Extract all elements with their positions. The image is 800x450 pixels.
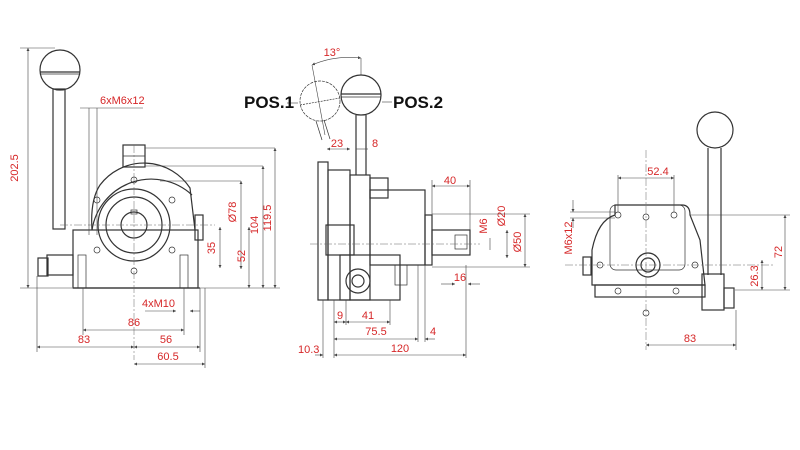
dim-diameter-50: Ø50 [512,232,524,253]
dim-base-holes: 4xM10 [142,298,175,310]
dim-10-3: 10.3 [298,344,319,356]
dim-83-rear: 83 [684,333,696,345]
dim-41: 41 [362,310,374,322]
label-pos1: POS.1 [244,93,294,112]
dim-4: 4 [430,326,436,338]
dim-width-86: 86 [128,317,140,329]
dim-40: 40 [444,175,456,187]
dim-height-104: 104 [249,216,261,234]
dim-120: 120 [391,343,409,355]
housing-front [37,144,204,289]
dim-height-52: 52 [236,250,248,262]
dim-m6x12: M6x12 [563,221,575,254]
dim-72: 72 [773,246,785,258]
dim-height-119-5: 119.5 [262,205,274,232]
dim-16: 16 [454,272,466,284]
lever-knob-rear-icon [696,111,734,275]
dim-m6: M6 [478,218,490,233]
dim-23: 23 [331,138,343,150]
dim-52-4: 52.4 [647,166,668,178]
dim-height-35: 35 [206,242,218,254]
lever-pos2-icon [340,74,382,175]
dim-26-3: 26.3 [749,265,761,286]
dim-9: 9 [337,310,343,322]
dim-overall-height: 202.5 [9,154,21,182]
dim-width-56: 56 [160,334,172,346]
housing-rear [582,204,735,317]
label-pos2: POS.2 [393,93,443,112]
front-view: 202.5 6xM6x12 Ø78 104 119.5 35 52 4xM10 … [9,47,280,368]
dim-width-60-5: 60.5 [157,351,178,363]
dim-width-83: 83 [78,334,90,346]
dim-8: 8 [372,138,378,150]
rear-view: 52.4 M6x12 72 26.3 83 [563,111,790,350]
lever-knob-icon [39,49,81,230]
dim-75-5: 75.5 [365,326,386,338]
dim-diameter-78: Ø78 [227,202,239,223]
dim-diameter-20: Ø20 [496,206,508,227]
lever-pos1-icon [299,80,341,141]
dim-angle-13: 13° [324,47,341,59]
dim-mount-holes: 6xM6x12 [100,95,145,107]
side-view: 13° POS.1 POS.2 23 8 40 M6 [244,47,530,358]
